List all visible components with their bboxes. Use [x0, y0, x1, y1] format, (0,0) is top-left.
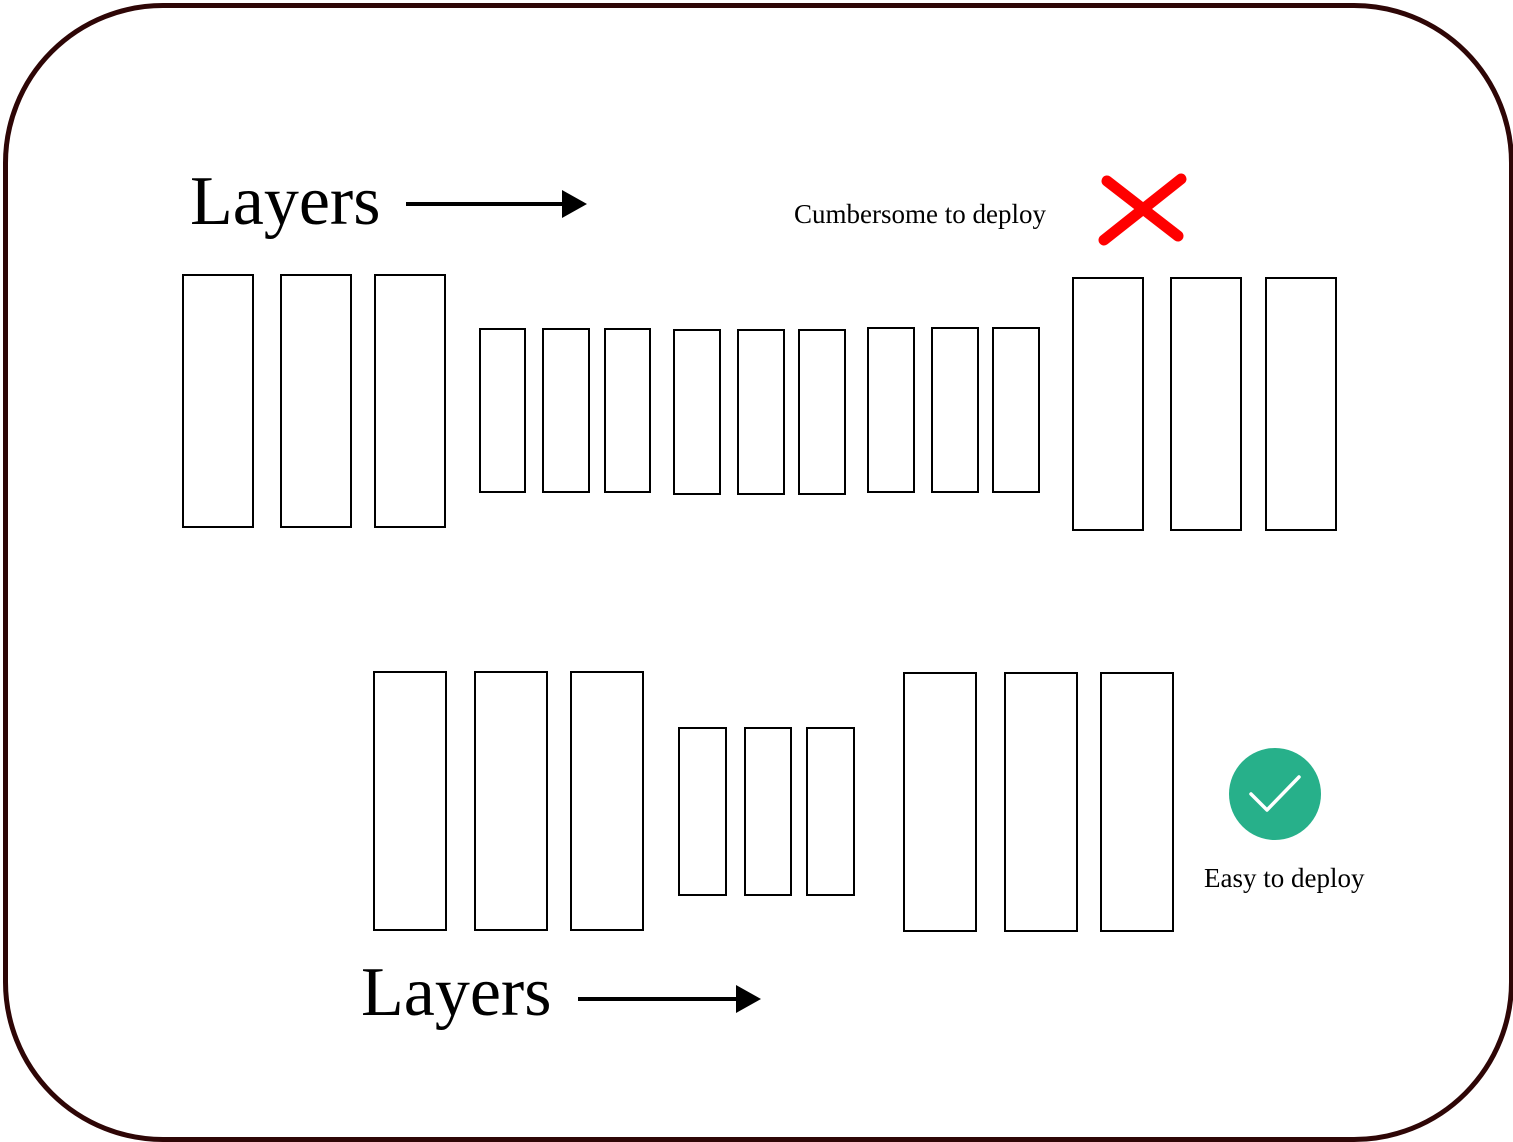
top-layer-block	[798, 329, 846, 495]
bottom-layer-block	[1100, 672, 1174, 932]
bottom-layer-block	[570, 671, 644, 931]
bottom-layer-block	[806, 727, 855, 896]
top-caption: Cumbersome to deploy	[794, 199, 1046, 229]
bottom-layer-block	[744, 727, 792, 896]
bottom-direction-arrow	[578, 985, 761, 1013]
top-layer-block	[280, 274, 352, 528]
top-layer-block	[992, 327, 1040, 493]
top-layer-block	[1170, 277, 1242, 531]
bottom-layer-stack	[373, 671, 1174, 932]
top-layer-block	[542, 328, 590, 493]
diagram-frame	[3, 3, 1513, 1142]
top-layer-block	[374, 274, 446, 528]
top-direction-arrow	[406, 190, 587, 218]
cross-icon	[1098, 173, 1187, 246]
bottom-layer-block	[474, 671, 548, 931]
top-layer-block	[867, 327, 915, 493]
top-model: Layers Cumbersome to deploy	[182, 163, 1337, 531]
top-layer-block	[182, 274, 254, 528]
top-layer-block	[1265, 277, 1337, 531]
bottom-layer-block	[903, 672, 977, 932]
top-layer-stack	[182, 274, 1337, 531]
bottom-model: Easy to deploy Layers	[361, 671, 1365, 1031]
bottom-layer-block	[678, 727, 727, 896]
top-layer-block	[673, 329, 721, 495]
top-layer-block	[479, 328, 526, 493]
top-layer-block	[604, 328, 651, 493]
bottom-caption: Easy to deploy	[1204, 863, 1365, 893]
bottom-layers-label: Layers	[361, 954, 551, 1031]
bottom-layer-block	[373, 671, 447, 931]
top-layer-block	[737, 329, 785, 495]
top-layers-label: Layers	[190, 163, 380, 240]
check-icon	[1229, 748, 1321, 840]
bottom-layer-block	[1004, 672, 1078, 932]
top-layer-block	[931, 327, 979, 493]
top-layer-block	[1072, 277, 1144, 531]
